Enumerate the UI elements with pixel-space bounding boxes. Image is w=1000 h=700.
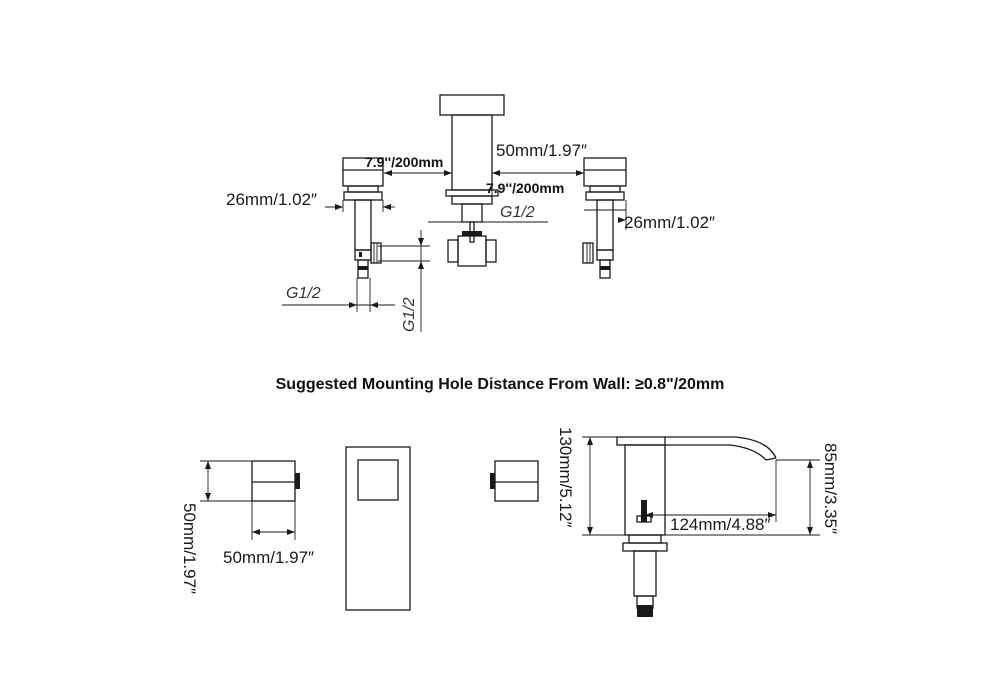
plan-view	[200, 446, 539, 611]
mounting-heading: Suggested Mounting Hole Distance From Wa…	[276, 376, 725, 393]
left-thread-v-label: G1/2	[401, 297, 418, 332]
top-dimension-labels: 7.9''/200mm 7.9''/200mm 50mm/1.97″ 26mm/…	[226, 141, 715, 332]
side-view	[582, 436, 820, 617]
right-handle-elevation	[582, 157, 627, 279]
left-handle-elevation	[342, 157, 384, 279]
spacing-right-label: 7.9''/200mm	[486, 180, 564, 196]
center-spout-elevation	[439, 94, 505, 267]
left-thread-h-label: G1/2	[286, 285, 321, 302]
left-handle-dia-label: 26mm/1.02″	[226, 190, 317, 209]
spout-height-label: 85mm/3.35″	[821, 443, 840, 534]
spout-width-label: 50mm/1.97″	[496, 141, 587, 160]
total-height-label: 130mm/5.12″	[556, 427, 575, 528]
spout-reach-label: 124mm/4.88″	[670, 515, 771, 534]
plan-handle-width-label: 50mm/1.97″	[223, 548, 314, 567]
right-handle-dia-label: 26mm/1.02″	[624, 213, 715, 232]
plan-handle-height-label: 50mm/1.97″	[180, 503, 199, 594]
top-dimension-lines	[282, 115, 627, 332]
center-thread-label: G1/2	[500, 204, 535, 221]
spacing-left-label: 7.9''/200mm	[365, 154, 443, 170]
